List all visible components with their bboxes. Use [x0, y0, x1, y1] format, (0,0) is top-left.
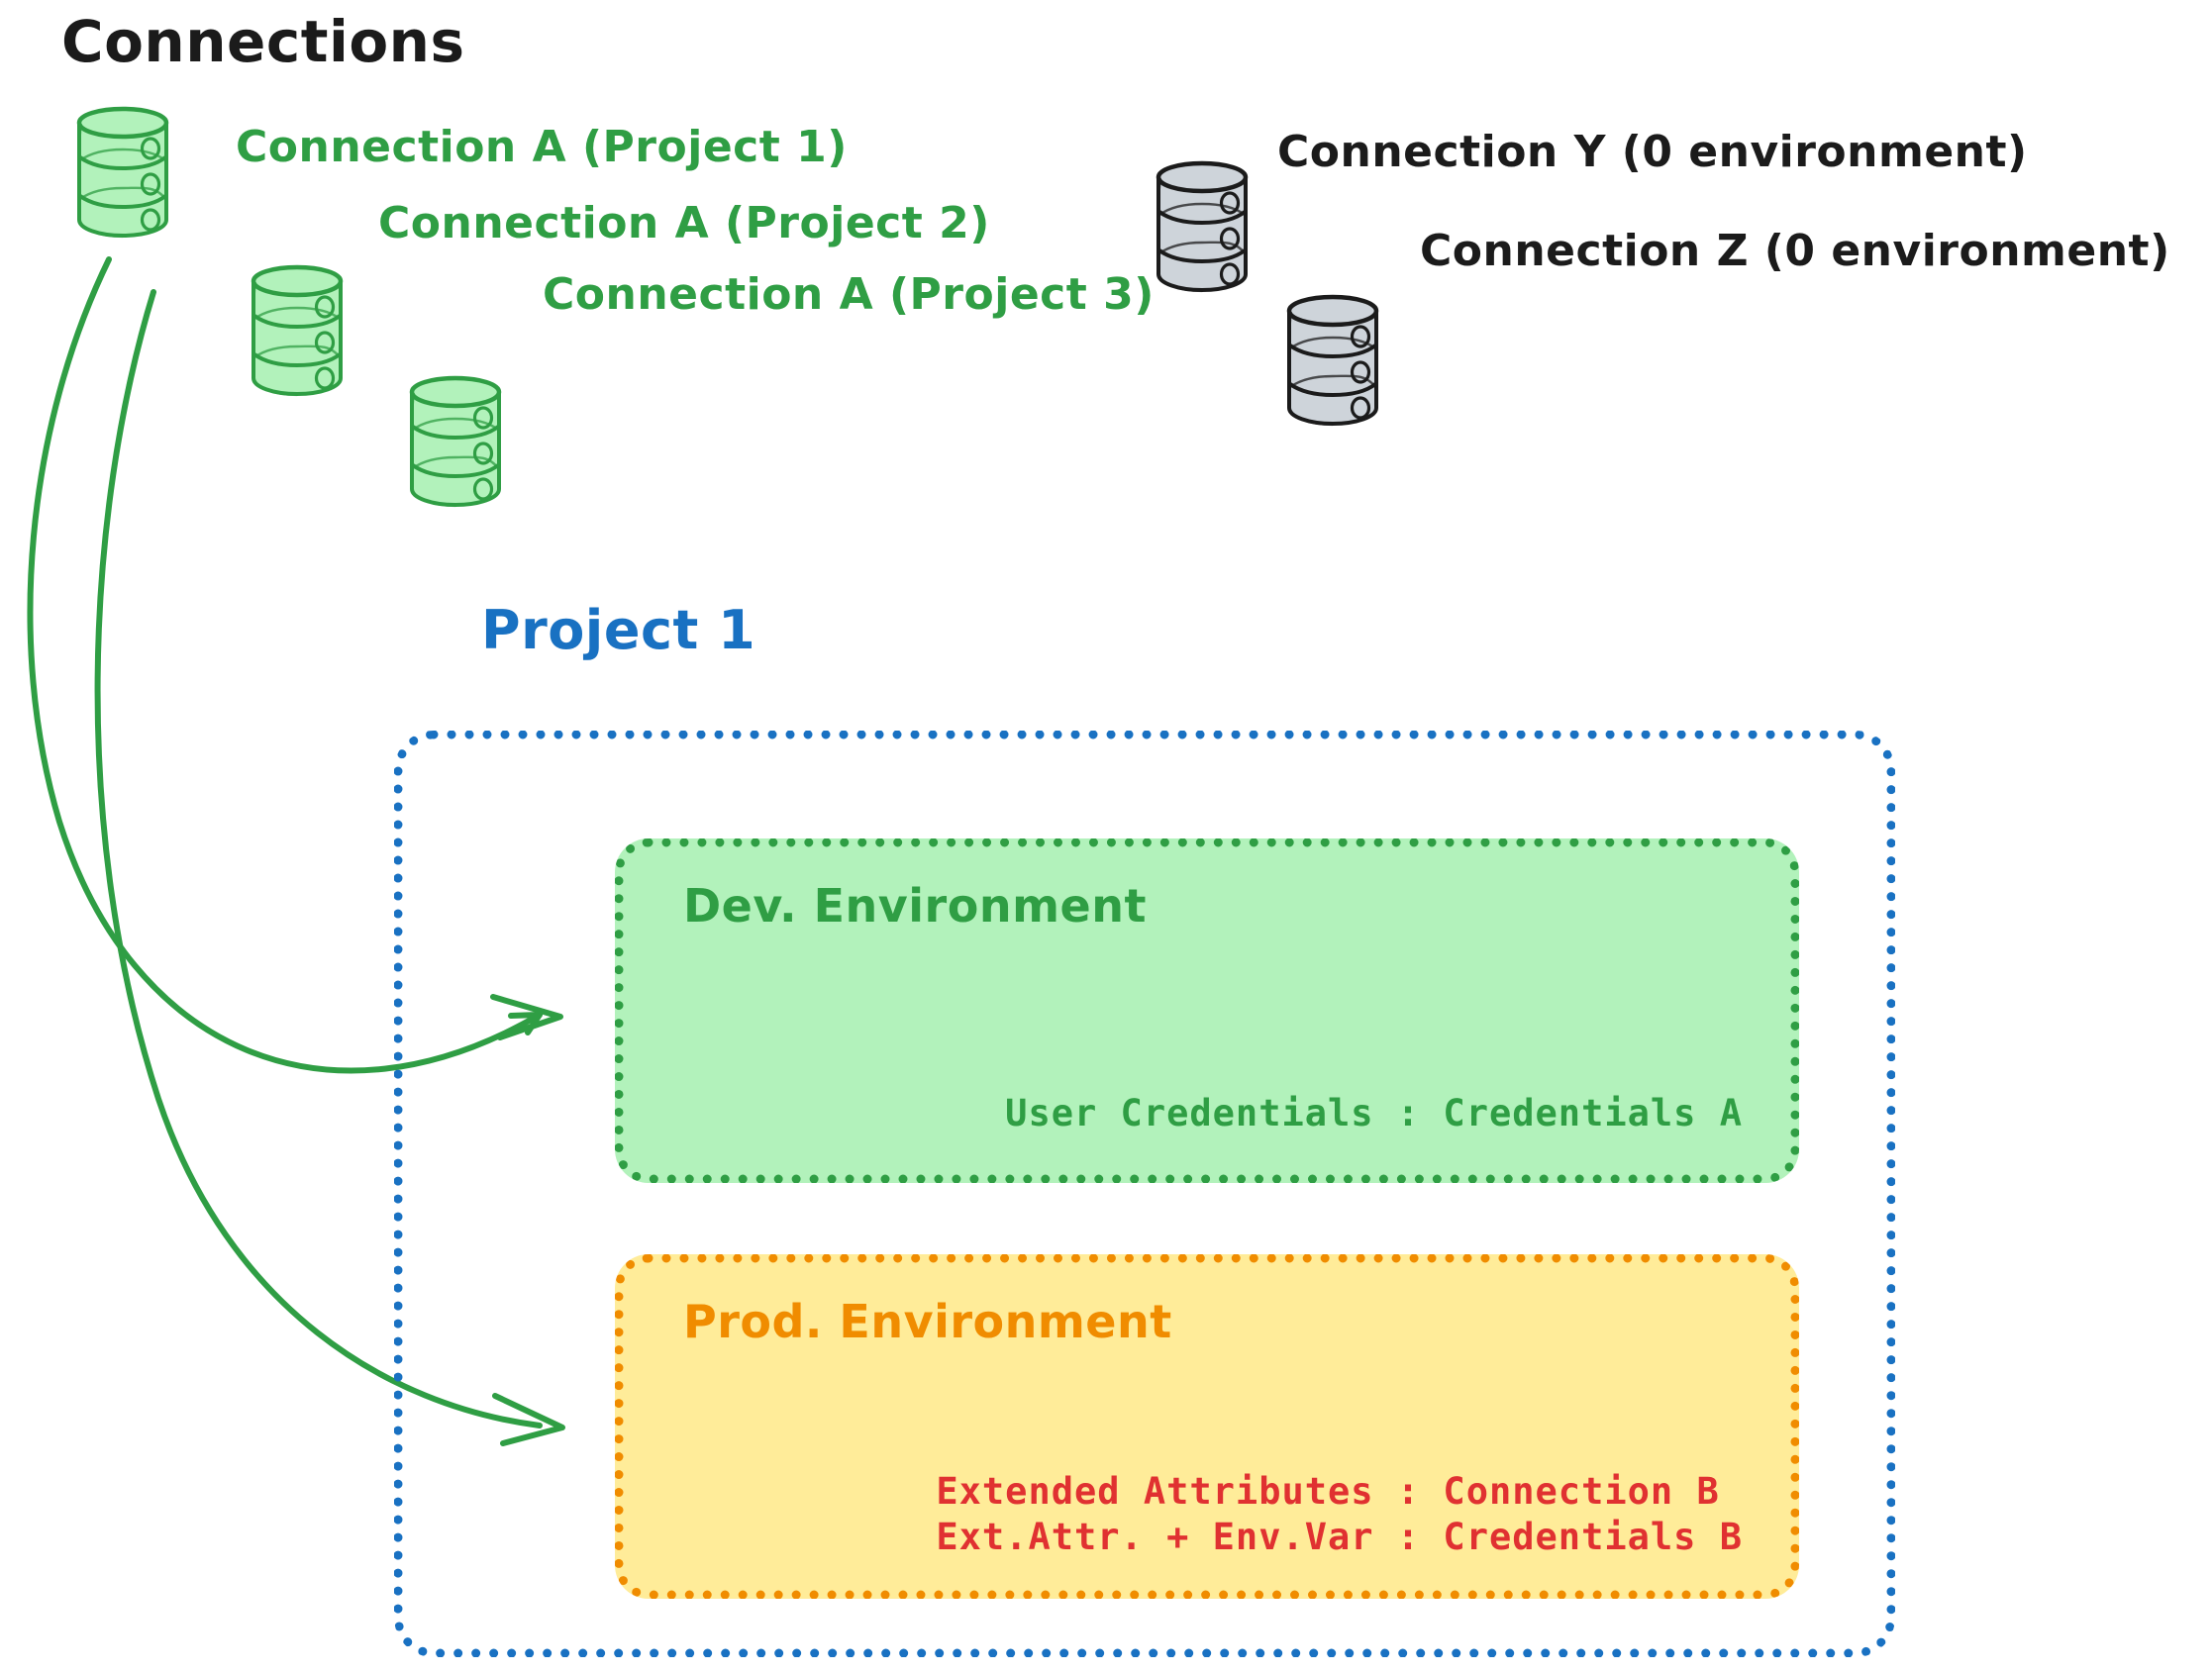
environment-box-prod: Prod. Environment Extended Attributes : … — [615, 1254, 1799, 1599]
database-icon-connection-z — [1288, 297, 1376, 425]
environment-entry-prod-ext-attr-env-var: Ext.Attr. + Env.Var : Credentials B — [936, 1515, 1743, 1558]
arrow-connection-a-to-dev-environment — [27, 256, 563, 1074]
database-icon-connection-y — [1157, 163, 1246, 291]
environment-entry-prod-extended-attributes: Extended Attributes : Connection B — [936, 1469, 1720, 1513]
database-icon-connection-a-project-1 — [78, 109, 166, 237]
environment-box-dev: Dev. Environment User Credentials : Cred… — [615, 838, 1799, 1183]
environment-entries-prod: Extended Attributes : Connection B Ext.A… — [936, 1469, 1743, 1561]
database-icon-connection-a-project-3 — [411, 378, 499, 506]
project-container: Dev. Environment User Credentials : Cred… — [394, 731, 1895, 1657]
environment-entry-dev-user-credentials: User Credentials : Credentials A — [1005, 1092, 1743, 1134]
environment-title-prod: Prod. Environment — [683, 1295, 1172, 1348]
environment-title-dev: Dev. Environment — [683, 879, 1147, 933]
database-icon-connection-a-project-2 — [252, 267, 341, 395]
arrow-connection-a-to-prod-environment — [94, 289, 565, 1446]
